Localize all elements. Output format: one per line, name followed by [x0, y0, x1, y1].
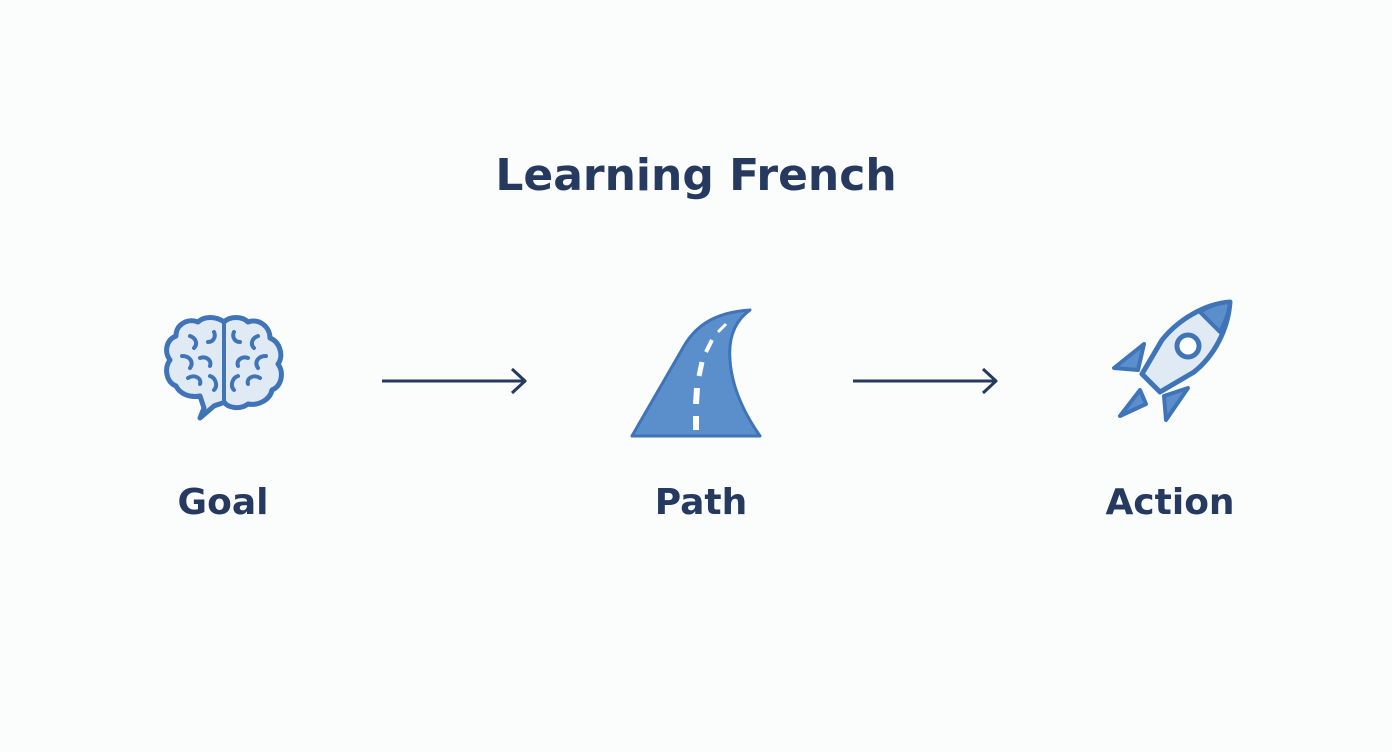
arrow-right-icon — [382, 367, 527, 395]
rocket-icon — [1112, 299, 1233, 422]
step-label-action: Action — [1105, 482, 1235, 523]
step-label-goal: Goal — [177, 482, 269, 523]
brain-icon — [164, 315, 284, 421]
arrow-right-icon — [853, 367, 998, 395]
step-label-path: Path — [654, 482, 748, 523]
diagram-title: Learning French — [495, 150, 897, 201]
road-icon — [630, 308, 762, 438]
